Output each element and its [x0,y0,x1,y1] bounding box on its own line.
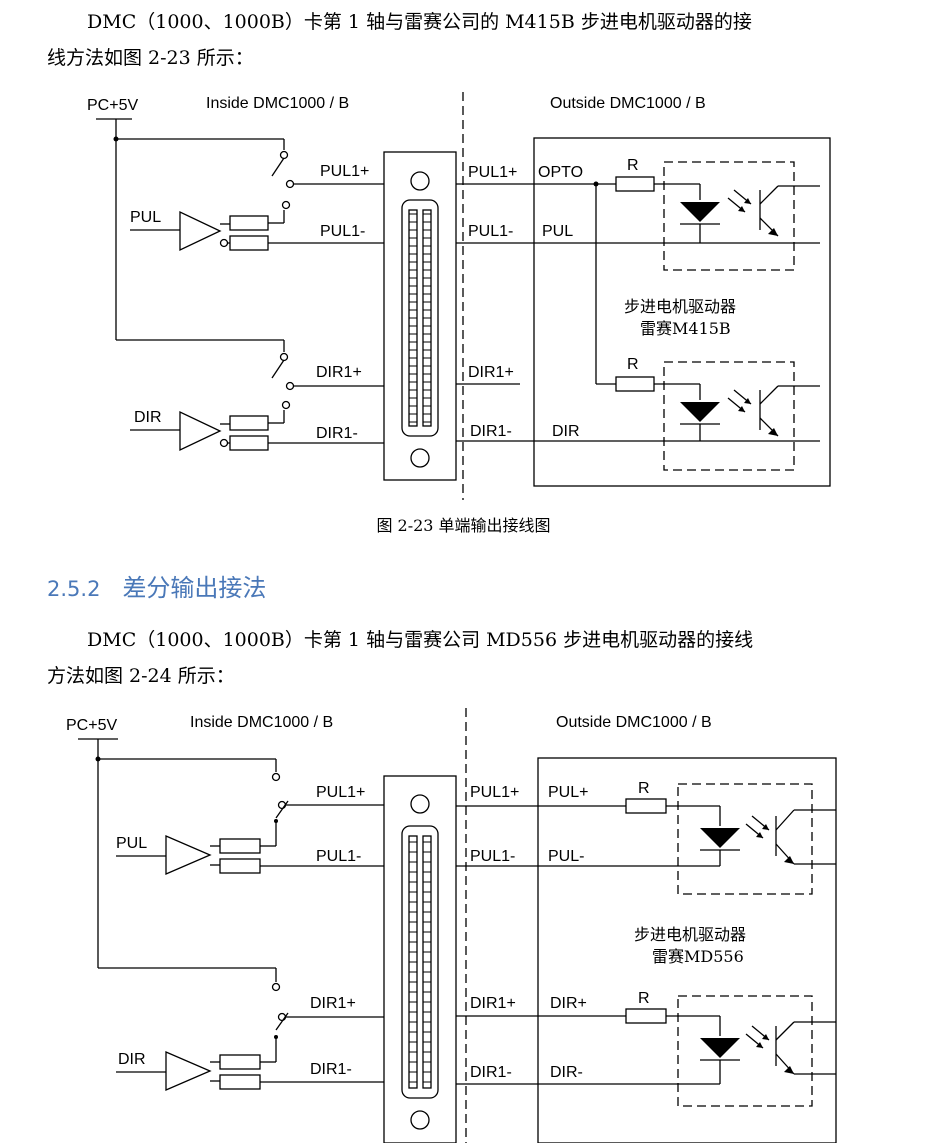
right-pul-minus-2: PUL1- [470,848,515,865]
inside-label-2: Inside DMC1000 / B [190,714,333,731]
pc-5v-label-2: PC+5V [66,717,117,734]
driver-name-line-2: 雷赛M415B [640,319,731,338]
right-dir-plus: DIR1+ [468,364,514,381]
left-dir-plus-2: DIR1+ [310,995,356,1012]
driver-name-line-1-2: 步进电机驱动器 [634,925,746,944]
driver-name-line-2-2: 雷赛MD556 [652,947,744,966]
left-pul-minus: PUL1- [320,223,365,240]
section-heading: 2.5.2 差分输出接法 [47,568,266,603]
terminal-dir-minus: DIR- [550,1064,583,1081]
inside-label: Inside DMC1000 / B [206,95,349,112]
right-dir-minus: DIR1- [470,423,512,440]
driver-name-line-1: 步进电机驱动器 [624,297,736,316]
wiring-diagram-single-ended: PC+5V Inside DMC1000 / B Outside DMC1000… [87,92,831,500]
resistor-top: R [627,157,639,174]
connector [383,151,457,481]
intro-paragraph-2: DMC（1000、1000B）卡第 1 轴与雷赛公司 MD556 步进电机驱动器… [47,622,897,694]
dir-input-label: DIR [134,409,162,426]
outside-label: Outside DMC1000 / B [550,95,706,112]
terminal-opto: OPTO [538,164,583,181]
terminal-dir-plus: DIR+ [550,995,587,1012]
wiring-diagram-differential: PC+5V Inside DMC1000 / B Outside DMC1000… [66,708,837,1143]
left-dir-minus: DIR1- [316,425,358,442]
resistor-bottom-2: R [638,990,650,1007]
terminal-pul-plus: PUL+ [548,784,588,801]
resistor-bottom: R [627,356,639,373]
left-dir-minus-2: DIR1- [310,1061,352,1078]
left-pul-minus-2: PUL1- [316,848,361,865]
terminal-pul: PUL [542,223,573,240]
pul-input-label-2: PUL [116,835,147,852]
section-title: 差分输出接法 [122,574,267,602]
terminal-pul-minus: PUL- [548,848,584,865]
right-dir-minus-2: DIR1- [470,1064,512,1081]
left-dir-plus: DIR1+ [316,364,362,381]
left-pul-plus: PUL1+ [320,163,369,180]
driver-box-2 [537,757,837,1143]
right-pul-plus-2: PUL1+ [470,784,519,801]
driver-box [533,137,831,487]
right-pul-plus: PUL1+ [468,164,517,181]
terminal-dir: DIR [552,423,580,440]
dir-input-label-2: DIR [118,1051,146,1068]
pc-5v-label: PC+5V [87,97,138,114]
intro-2-line-1: DMC（1000、1000B）卡第 1 轴与雷赛公司 MD556 步进电机驱动器… [87,629,754,651]
intro-paragraph-1: DMC（1000、1000B）卡第 1 轴与雷赛公司的 M415B 步进电机驱动… [47,4,897,76]
resistor-top-2: R [638,780,650,797]
pul-input-label: PUL [130,209,161,226]
right-pul-minus: PUL1- [468,223,513,240]
outside-label-2: Outside DMC1000 / B [556,714,712,731]
intro-2-line-2: 方法如图 2-24 所示： [47,665,235,687]
connector-2 [383,775,457,1143]
intro-1-line-2: 线方法如图 2-23 所示： [47,47,254,69]
figure-1-caption: 图 2-23 单端输出接线图 [376,516,551,535]
section-number: 2.5.2 [47,577,101,601]
left-pul-plus-2: PUL1+ [316,784,365,801]
right-dir-plus-2: DIR1+ [470,995,516,1012]
intro-1-line-1: DMC（1000、1000B）卡第 1 轴与雷赛公司的 M415B 步进电机驱动… [87,11,752,33]
